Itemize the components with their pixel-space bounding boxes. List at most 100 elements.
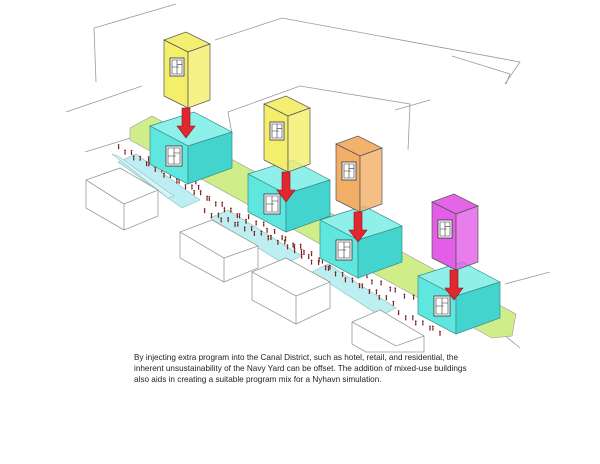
person-figure (293, 243, 296, 249)
person-figure (147, 161, 150, 167)
context-block-4 (351, 309, 425, 353)
insertion-arrow (348, 211, 368, 243)
person-figure (245, 218, 247, 224)
floor-plan-icon (433, 295, 451, 317)
insertion-arrow (444, 269, 464, 301)
person-figure (276, 239, 279, 245)
person-figure (255, 220, 258, 226)
person-figure (293, 248, 296, 254)
person-figure (132, 155, 135, 161)
person-figure (392, 300, 395, 306)
insertion-arrow (176, 107, 196, 139)
person-figure (223, 207, 226, 213)
person-figure (439, 330, 441, 336)
person-figure (327, 265, 330, 271)
person-figure (299, 243, 302, 249)
person-figure (421, 320, 424, 326)
person-figure (273, 228, 276, 234)
person-figure (220, 217, 223, 223)
person-figure (191, 184, 193, 190)
person-figure (247, 214, 250, 220)
caption-text: By injecting extra program into the Cana… (134, 353, 467, 384)
person-figure (284, 236, 287, 242)
person-figure (117, 144, 120, 150)
person-figure (139, 155, 142, 161)
person-figure (394, 287, 397, 293)
insertion-arrow (276, 171, 296, 203)
insertion-group (247, 95, 331, 233)
person-figure (203, 208, 206, 214)
floor-plan-icon (335, 239, 353, 261)
floor-plan-icon (169, 57, 185, 77)
person-figure (404, 315, 407, 321)
person-figure (266, 227, 268, 233)
person-figure (329, 264, 331, 270)
person-figure (145, 161, 148, 167)
person-figure (199, 190, 202, 196)
insertion-group (319, 135, 403, 279)
person-figure (208, 195, 211, 202)
context-block-2 (179, 219, 259, 283)
person-figure (411, 315, 414, 321)
context-blocks (85, 167, 425, 353)
program-module (335, 135, 383, 213)
person-figure (130, 149, 133, 155)
person-figure (412, 294, 415, 300)
person-figure (236, 221, 239, 227)
base-building (417, 261, 501, 335)
person-figure (147, 156, 150, 162)
person-figure (317, 259, 320, 265)
person-figure (210, 212, 213, 219)
person-figure (217, 212, 220, 218)
insertion-group (417, 193, 501, 335)
person-figure (385, 295, 388, 301)
program-module (163, 31, 211, 109)
person-figure (286, 244, 289, 250)
person-figure (260, 230, 263, 236)
person-figure (368, 288, 371, 295)
person-figure (375, 289, 378, 295)
person-figure (124, 149, 126, 155)
person-figure (397, 310, 400, 316)
person-figure (221, 201, 224, 207)
person-figure (371, 279, 373, 285)
floor-plan-icon (341, 161, 357, 181)
person-figure (163, 172, 165, 178)
floor-plan-icon (269, 121, 285, 141)
context-block-1 (85, 167, 159, 231)
person-figure (378, 294, 381, 300)
person-figure (214, 201, 217, 207)
person-figure (414, 320, 417, 326)
person-figure (300, 248, 303, 254)
person-figure (238, 213, 241, 219)
person-figure (389, 286, 392, 292)
person-figure (429, 325, 431, 331)
pedestrian-figures (117, 144, 441, 336)
canal-water (111, 153, 397, 317)
person-figure (358, 283, 361, 289)
person-figure (270, 234, 272, 241)
person-figure (206, 195, 208, 201)
person-figure (380, 280, 383, 286)
person-figure (303, 249, 305, 256)
person-figure (300, 253, 303, 259)
person-figure (310, 251, 313, 257)
person-figure (253, 230, 256, 236)
program-insertions (149, 31, 501, 335)
person-figure (234, 221, 236, 227)
person-figure (197, 184, 200, 190)
person-figure (250, 225, 253, 232)
person-figure (193, 189, 196, 195)
person-figure (307, 253, 310, 260)
person-figure (341, 271, 344, 277)
person-figure (236, 212, 239, 219)
person-figure (361, 283, 364, 289)
floor-plan-icon (437, 219, 453, 239)
person-figure (403, 293, 406, 299)
person-figure (227, 217, 230, 223)
person-figure (229, 207, 232, 213)
person-figure (310, 259, 313, 265)
person-figure (351, 277, 354, 283)
context-block-3 (251, 257, 331, 325)
